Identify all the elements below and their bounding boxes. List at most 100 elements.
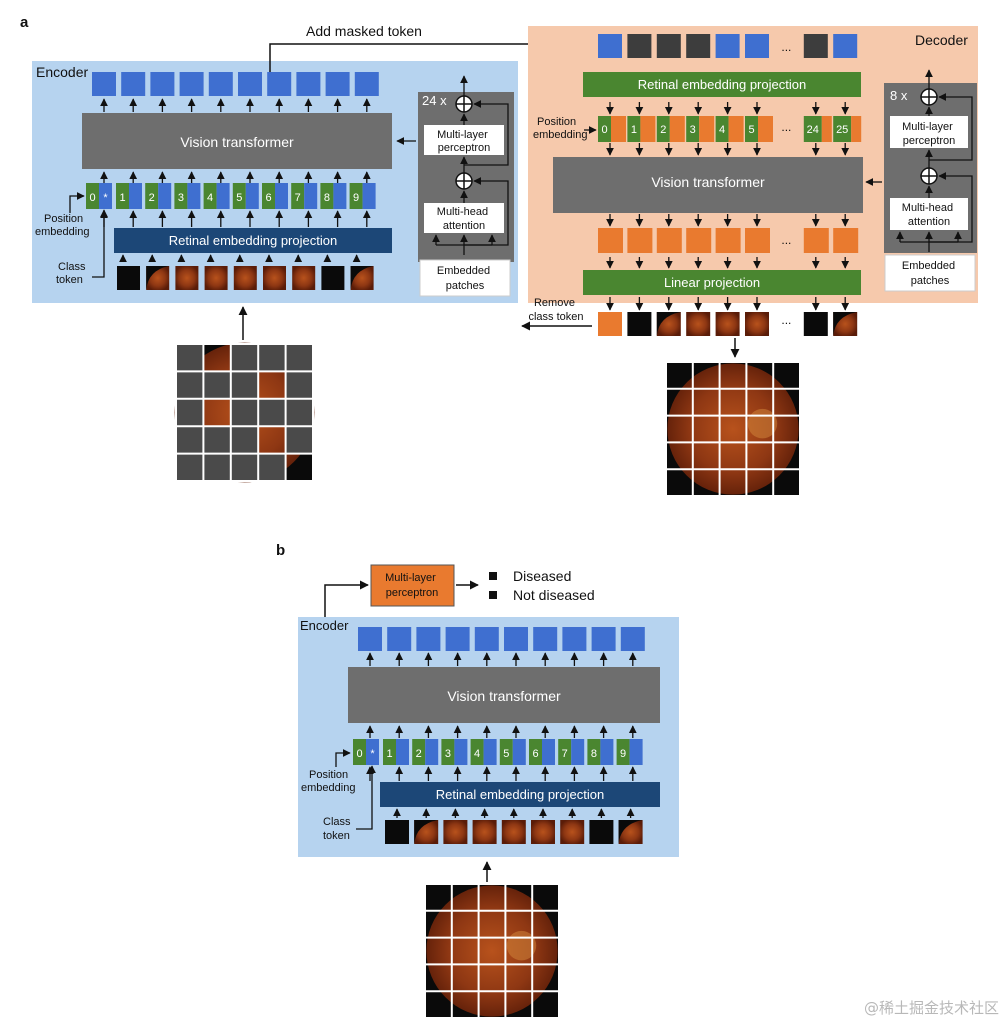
decoder-position-token-label: 25: [836, 124, 848, 136]
decoder-output-tokens: ...: [598, 228, 859, 253]
encoder-output-token: [92, 72, 116, 96]
classifier-position-token-label: 7: [562, 748, 568, 760]
encoder-patch-token: [275, 183, 288, 209]
decoder-vision-transformer: [553, 157, 863, 213]
decoder-output-patch: [745, 312, 769, 336]
masked-patch: [176, 426, 204, 454]
classifier-position-token: [558, 739, 572, 765]
encoder-output-token: [238, 72, 262, 96]
classifier-input-patch: [443, 820, 468, 844]
encoder-output-token: [208, 72, 233, 96]
classifier-grid-retina: [426, 885, 558, 1017]
encoder-position-token-label: 7: [295, 192, 301, 204]
decoder-token: [728, 116, 744, 142]
decoder-token: [851, 116, 862, 142]
decoder-embedded-patches-label: Embedded patches: [902, 260, 958, 287]
masked-retina-image: [174, 342, 315, 483]
classifier-patch-token: [629, 739, 643, 765]
decoder-mlp-box: [890, 116, 968, 148]
encoder-position-token-label: 1: [119, 192, 125, 204]
encoder-position-token: [86, 183, 99, 209]
classifier-position-token-label: 9: [620, 748, 626, 760]
decoder-input-token: [656, 34, 681, 58]
decoder-output-patch: [627, 312, 652, 336]
classifier-output-token: [504, 627, 528, 651]
decoder-repeat-label: 8 x: [890, 88, 908, 103]
masked-patch: [176, 344, 204, 372]
decoder-output-token: [627, 228, 653, 253]
classifier-input-patch: [385, 820, 409, 844]
decoder-mha-box: [890, 198, 968, 230]
classifier-output-tokens: [358, 627, 645, 651]
classifier-position-token-label: 2: [416, 748, 422, 760]
classifier-output-token: [416, 627, 441, 651]
decoder-position-token: [803, 116, 822, 142]
encoder-input-patch-edge: [146, 266, 170, 290]
classifier-position-token: [616, 739, 630, 765]
decoder-position-token: [656, 116, 670, 142]
classifier-vision-transformer: [348, 667, 660, 723]
add-masked-token-arrow: [269, 39, 589, 72]
decoder-input-token: [715, 34, 740, 58]
encoder-patch-token: [245, 183, 259, 209]
encoder-position-token: [262, 183, 275, 209]
class-token-label: Class token: [56, 261, 89, 286]
encoder-position-token-label: 0: [89, 192, 95, 204]
classifier-position-token-label: 5: [503, 748, 509, 760]
decoder-input-token: [686, 34, 711, 58]
decoder-ellipsis: ...: [781, 233, 791, 247]
masked-patch: [230, 426, 259, 454]
encoder-patch-token: [333, 183, 347, 209]
masked-patch: [203, 371, 231, 399]
classifier-position-token: [441, 739, 455, 765]
decoder-output-patch: [715, 312, 740, 336]
decoder-retinal-projection-label: Retinal embedding projection: [638, 77, 806, 92]
encoder-position-token-label: 8: [324, 192, 330, 204]
encoder-class-token: [99, 183, 112, 209]
encoder-position-token: [116, 183, 129, 209]
encoder-position-token: [203, 183, 217, 209]
masked-patch: [176, 398, 204, 427]
masked-patch: [258, 344, 286, 372]
decoder-position-token: [745, 116, 758, 142]
decoder-input-token: [745, 34, 769, 58]
decoder-output-token: [598, 228, 623, 253]
classifier-output-token: [620, 627, 645, 651]
classifier-patch-token: [425, 739, 439, 765]
encoder-output-token: [121, 72, 146, 96]
encoder-mlp-box: [424, 125, 504, 155]
class-token-arrow: [92, 209, 108, 278]
decoder-token: [611, 116, 626, 142]
decoder-ellipsis: ...: [781, 40, 791, 54]
classifier-position-token: [587, 739, 601, 765]
classifier-output-token: [387, 627, 412, 651]
masked-patch: [258, 453, 286, 481]
decoder-position-token-label: 1: [631, 124, 637, 136]
decoder-input-token: [803, 34, 828, 58]
classifier-patch-token: [396, 739, 409, 765]
decoder-token: [821, 116, 832, 142]
decoder-reconstructed-patches: ...: [598, 312, 858, 336]
classifier-encoder-title: Encoder: [300, 618, 349, 633]
classifier-position-token: [499, 739, 513, 765]
masked-patch: [230, 371, 259, 399]
encoder-mha-box: [424, 203, 504, 233]
encoder-position-token: [174, 183, 188, 209]
decoder-title: Decoder: [915, 32, 968, 48]
classifier-position-token: [412, 739, 426, 765]
encoder-vision-transformer: [82, 113, 392, 169]
classifier-arrows: [366, 652, 637, 818]
classifier-position-token-label: 6: [532, 748, 538, 760]
decoder-linear-projection: [583, 270, 861, 295]
encoder-output-token: [267, 72, 292, 96]
masked-patch: [176, 371, 204, 399]
decoder-output-patch: [686, 312, 711, 336]
decoder-token: [758, 116, 773, 142]
decoder-output-token: [686, 228, 712, 253]
decoder-input-tokens: ...: [598, 34, 858, 58]
decoder-vision-transformer-label: Vision transformer: [651, 174, 765, 190]
classifier-position-token: [470, 739, 484, 765]
decoder-block-arrows: [865, 69, 973, 252]
